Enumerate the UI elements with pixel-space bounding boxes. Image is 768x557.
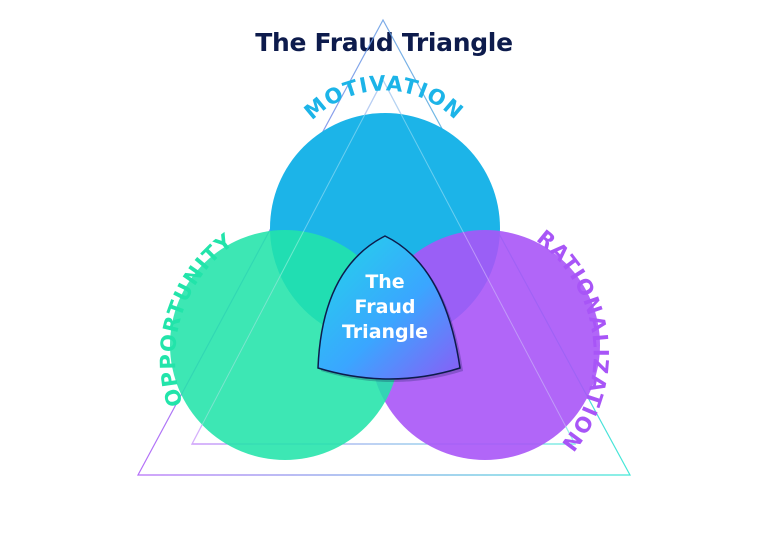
center-label-line2: Fraud [354, 296, 415, 318]
page-title: The Fraud Triangle [255, 28, 513, 57]
center-label-line1: The [365, 271, 404, 293]
center-shape [317, 235, 463, 382]
overlay-lines [191, 79, 576, 445]
center-label-line3: Triangle [342, 321, 428, 343]
center-shape-fill [317, 235, 461, 380]
